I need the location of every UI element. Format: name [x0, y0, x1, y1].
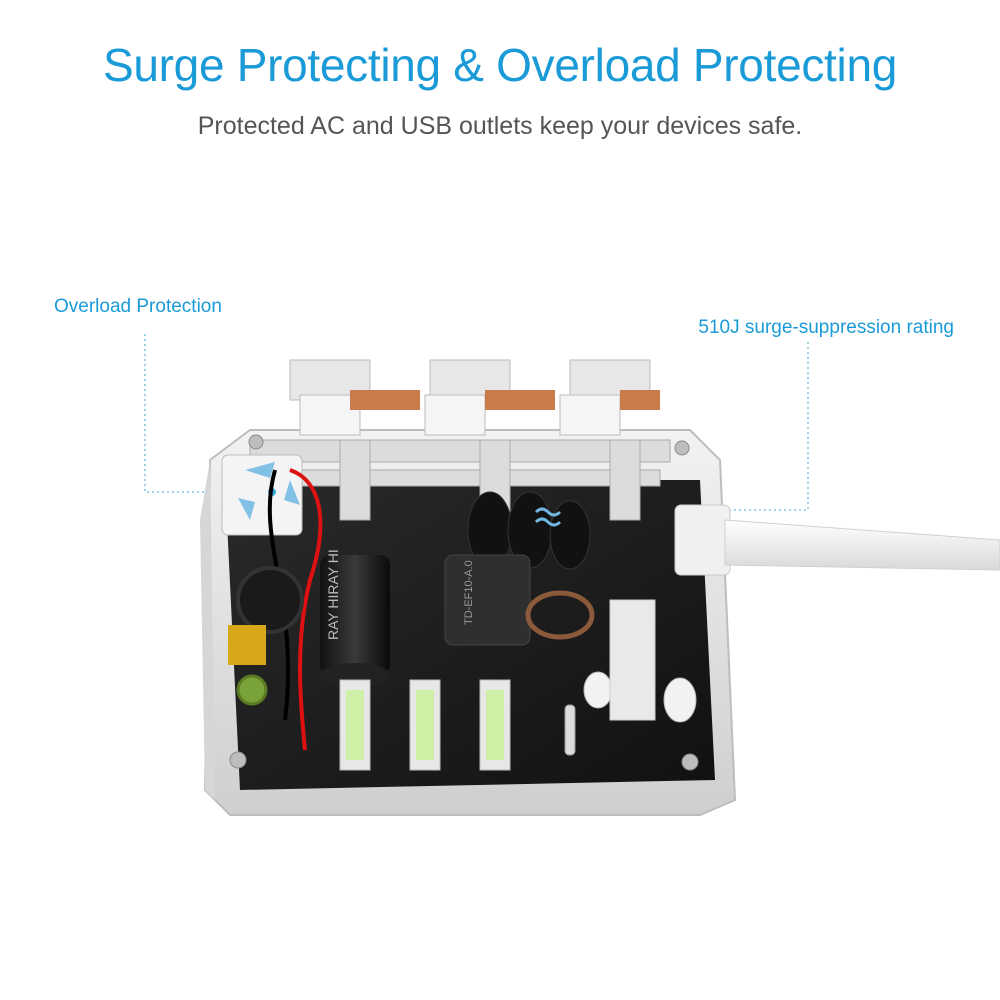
surge-callout-line: [672, 342, 809, 511]
white-capacitor-2: [663, 677, 697, 723]
ac-socket-3: [559, 359, 660, 436]
copper-coil: [525, 590, 595, 640]
overload-protection-callout: Overload Protection: [54, 296, 222, 317]
transformer: TD-EF10-A.0: [444, 554, 531, 646]
yellow-capacitor: [228, 625, 266, 665]
screw-holes: [229, 434, 699, 771]
transformer-label: TD-EF10-A.0: [463, 560, 475, 625]
usb-port-1: [339, 679, 371, 771]
usb-c-port: [564, 704, 576, 756]
housing-side: [200, 460, 215, 800]
toroid-coil: [236, 566, 304, 634]
power-cord: [674, 504, 1000, 576]
usb-port-2: [409, 679, 441, 771]
green-coil: [236, 674, 268, 706]
headline: Surge Protecting & Overload Protecting: [102, 39, 898, 91]
callout-lines: [144, 334, 809, 511]
surge-suppression-callout: 510J surge-suppression rating: [698, 317, 954, 338]
surge-wave-icon: [534, 507, 562, 527]
red-wire: [289, 468, 323, 751]
electrolytic-capacitor: RAY HIRAY HI: [320, 549, 390, 687]
white-capacitor-1: [583, 671, 613, 709]
ac-socket-1: [289, 359, 420, 436]
overload-breaker: [221, 454, 303, 536]
capacitor-label: RAY HIRAY HI: [325, 549, 341, 640]
metal-bracket: [609, 599, 656, 721]
subheadline: Protected AC and USB outlets keep your d…: [197, 112, 803, 140]
inductor-coils: [467, 491, 591, 570]
usb-port-3: [479, 679, 511, 771]
ac-socket-2: [424, 359, 555, 436]
